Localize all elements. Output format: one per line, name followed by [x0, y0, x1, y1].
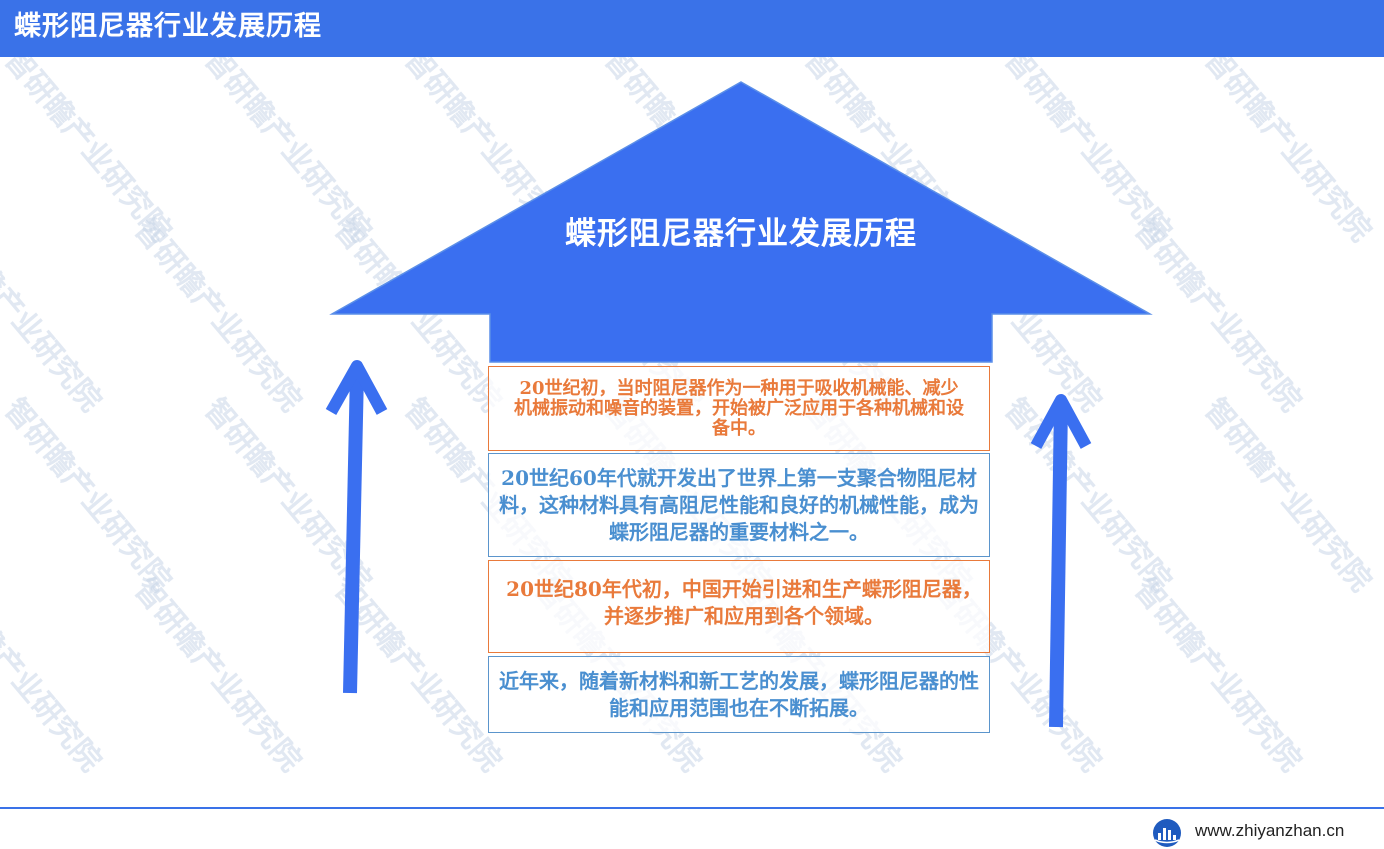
page-title: 蝶形阻尼器行业发展历程 — [14, 11, 322, 42]
globe-logo-icon — [1153, 819, 1181, 847]
header-bar: 蝶形阻尼器行业发展历程 — [0, 0, 1384, 57]
stage-box-early-20th-century: 20世纪初，当时阻尼器作为一种用于吸收机械能、减少机械振动和噪音的装置，开始被广… — [488, 366, 990, 451]
house-arrow-shape — [329, 81, 1153, 363]
stage-box-1960s: 20世纪60年代就开发出了世界上第一支聚合物阻尼材料，这种材料具有高阻尼性能和良… — [488, 453, 990, 557]
stage-text: 20世纪80年代初，中国开始引进和生产蝶形阻尼器，并逐步推广和应用到各个领域。 — [506, 576, 982, 628]
stage-box-1980s: 20世纪80年代初，中国开始引进和生产蝶形阻尼器，并逐步推广和应用到各个领域。 — [488, 560, 990, 653]
stage-text: 20世纪初，当时阻尼器作为一种用于吸收机械能、减少机械振动和噪音的装置，开始被广… — [514, 377, 964, 439]
diagram-title: 蝶形阻尼器行业发展历程 — [565, 216, 917, 252]
footer-divider — [0, 807, 1384, 809]
stage-text: 20世纪60年代就开发出了世界上第一支聚合物阻尼材料，这种材料具有高阻尼性能和良… — [499, 465, 979, 544]
stage-text: 近年来，随着新材料和新工艺的发展，蝶形阻尼器的性能和应用范围也在不断拓展。 — [499, 668, 979, 720]
left-up-arrow-icon — [325, 360, 388, 694]
footer-website[interactable]: www.zhiyanzhan.cn — [1195, 821, 1345, 840]
right-up-arrow-icon — [1030, 394, 1092, 728]
stage-box-recent-years: 近年来，随着新材料和新工艺的发展，蝶形阻尼器的性能和应用范围也在不断拓展。 — [488, 656, 990, 733]
